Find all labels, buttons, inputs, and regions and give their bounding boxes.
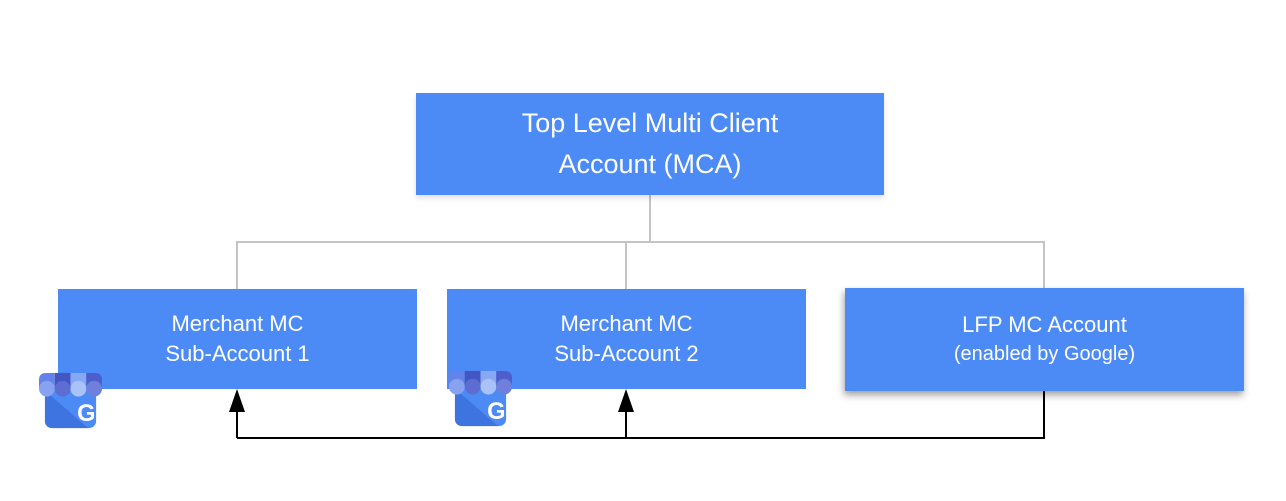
node-label-line: Merchant MC bbox=[560, 311, 693, 336]
node-label-line: Sub-Account 1 bbox=[165, 341, 310, 366]
arrowhead-sub1 bbox=[229, 389, 245, 412]
feed-arrow-group bbox=[236, 391, 1045, 439]
tree-connector-group bbox=[236, 195, 1045, 290]
node-label-line: Sub-Account 2 bbox=[554, 341, 699, 366]
google-my-business-icon bbox=[449, 365, 512, 432]
arrowheads bbox=[229, 389, 634, 412]
node-lfp-mc-account: LFP MC Account (enabled by Google) bbox=[845, 288, 1244, 391]
node-label-line: Merchant MC bbox=[171, 311, 304, 336]
node-label-line: (enabled by Google) bbox=[953, 343, 1136, 365]
arrowhead-sub2 bbox=[618, 389, 634, 412]
node-merchant-sub-account-1: Merchant MC Sub-Account 1 bbox=[58, 289, 417, 389]
node-top-level-mca: Top Level Multi Client Account (MCA) bbox=[416, 93, 884, 195]
node-label-line: Top Level Multi Client bbox=[521, 108, 779, 138]
node-label-line: LFP MC Account bbox=[962, 312, 1127, 337]
google-my-business-icon bbox=[39, 367, 102, 434]
node-label-line: Account (MCA) bbox=[558, 149, 742, 179]
